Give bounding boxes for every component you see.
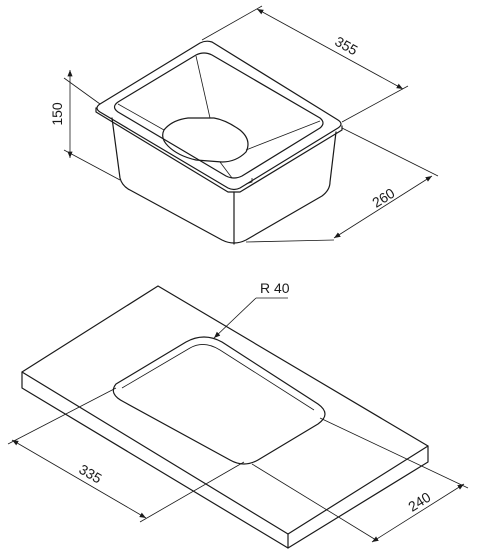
sink-height-label: 150: [49, 102, 65, 126]
countertop-cutout-inner: [121, 344, 315, 411]
sink-inner-edge-3: [245, 120, 321, 151]
radius-leader-line: [213, 297, 257, 339]
sink-figure: 355 260 150: [49, 5, 439, 245]
sink-basin-bottom: [162, 117, 249, 163]
sink-rim-inner: [113, 52, 324, 179]
cutout-length-extension-2: [139, 461, 245, 523]
sink-width-extension-1: [201, 5, 263, 41]
sink-width-dimension-line: [256, 8, 404, 90]
countertop-figure: R 40 335 240: [7, 280, 469, 549]
countertop-side-edge: [287, 445, 429, 549]
sink-width-extension-2: [341, 85, 409, 123]
sink-depth-extension-1: [341, 127, 439, 177]
sink-depth-dimension-line: [333, 175, 433, 239]
countertop-front-edge: [21, 371, 289, 549]
countertop-top-face: [21, 285, 429, 535]
cutout-width-label: 240: [405, 489, 433, 515]
sink-width-label: 355: [332, 33, 360, 58]
sink-height-extension-1: [63, 77, 101, 105]
radius-label: R 40: [260, 280, 290, 296]
cutout-length-extension-1: [7, 387, 117, 445]
sink-body-outer: [111, 117, 337, 244]
cutout-width-extension-2: [251, 463, 377, 541]
cutout-length-label: 335: [76, 461, 104, 487]
sink-depth-label: 260: [369, 185, 397, 211]
countertop-cutout: [112, 336, 326, 465]
sink-inner-edge-1: [117, 103, 165, 131]
cutout-length-dimension-line: [11, 439, 147, 519]
cutout-width-dimension-line: [371, 483, 465, 543]
sink-inner-edge-2: [195, 55, 211, 119]
sink-inner-edge-4: [219, 161, 233, 179]
sink-rim-outer: [96, 40, 342, 191]
sink-ledge-mark: [245, 178, 253, 185]
sink-height-extension-2: [63, 149, 121, 181]
cutout-width-extension-1: [319, 417, 469, 489]
sink-depth-extension-2: [245, 239, 335, 243]
